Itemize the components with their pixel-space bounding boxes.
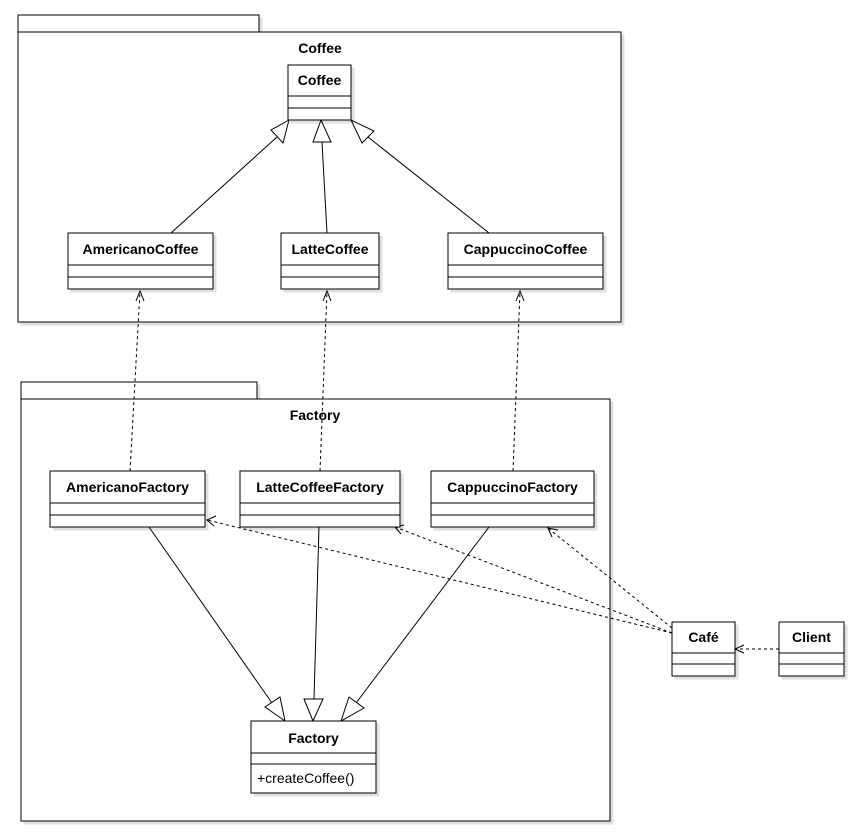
class-coffee-name: Coffee: [298, 72, 342, 88]
package-coffee-tab: [17, 14, 260, 33]
arrowhead-americanofactory-factory: [264, 696, 286, 723]
edges-generalization: [148, 118, 490, 723]
edge-lattecoffeefactory-to-factory: [313, 526, 320, 700]
class-client-name: Client: [792, 629, 831, 645]
class-cafe-name: Café: [688, 629, 719, 645]
class-lattecoffee-name: LatteCoffee: [291, 241, 368, 257]
edge-cafe-to-americanofactory: [206, 519, 673, 634]
edge-cappuccinofactory-to-cappuccinocoffee: [512, 290, 521, 472]
class-lattecoffeefactory-name: LatteCoffeeFactory: [256, 479, 384, 495]
arrowhead-cappuccinocoffee-coffee: [349, 118, 375, 144]
class-cafe[interactable]: [671, 621, 736, 677]
class-factory[interactable]: [250, 720, 377, 794]
edge-americanocoffee-to-coffee: [170, 136, 278, 234]
edges-dependency: [129, 289, 779, 654]
edge-lattecoffee-to-coffee: [321, 141, 328, 234]
class-cappuccinofactory-name: CappuccinoFactory: [447, 479, 578, 495]
arrowhead-cafe-cappuccinofactory: [547, 527, 559, 538]
class-americanofactory-name: AmericanoFactory: [66, 479, 189, 495]
package-factory-tab: [20, 381, 258, 400]
class-americanocoffee[interactable]: [67, 232, 214, 290]
arrowhead-cappuccinofactory-cappuccinocoffee: [515, 289, 525, 302]
edge-cafe-to-cappuccinofactory: [547, 527, 673, 629]
class-factory-method: +createCoffee(): [257, 770, 354, 786]
class-lattecoffee[interactable]: [280, 232, 380, 290]
class-factory-name: Factory: [288, 730, 339, 746]
class-cappuccinocoffee[interactable]: [447, 232, 604, 290]
class-lattecoffeefactory[interactable]: [239, 470, 401, 528]
class-client[interactable]: [778, 621, 845, 677]
edge-americanofactory-to-factory: [148, 526, 273, 704]
arrowhead-lattecoffee-coffee: [312, 118, 332, 143]
edge-cappuccinocoffee-to-coffee: [367, 136, 490, 234]
arrowhead-lattecoffeefactory-factory: [303, 698, 324, 723]
arrowhead-americanofactory-americanocoffee: [135, 289, 145, 302]
arrowhead-lattecoffeefactory-lattecoffee: [322, 289, 332, 302]
class-cappuccinocoffee-name: CappuccinoCoffee: [464, 241, 588, 257]
edge-lattecoffeefactory-to-lattecoffee: [319, 290, 328, 472]
package-coffee-title: Coffee: [298, 40, 342, 56]
package-factory-title: Factory: [290, 407, 341, 423]
edge-cappuccinofactory-to-factory: [355, 526, 490, 704]
arrowhead-cafe-americanofactory: [206, 515, 217, 527]
edge-cafe-to-lattecoffeefactory: [394, 526, 673, 634]
class-americanofactory[interactable]: [49, 470, 206, 528]
arrowhead-cappuccinofactory-factory: [340, 696, 365, 723]
class-coffee[interactable]: [287, 64, 352, 121]
class-americanocoffee-name: AmericanoCoffee: [83, 241, 199, 257]
class-cappuccinofactory[interactable]: [430, 470, 595, 528]
edge-americanofactory-to-americanocoffee: [129, 290, 141, 472]
arrowhead-americanocoffee-coffee: [270, 118, 290, 145]
